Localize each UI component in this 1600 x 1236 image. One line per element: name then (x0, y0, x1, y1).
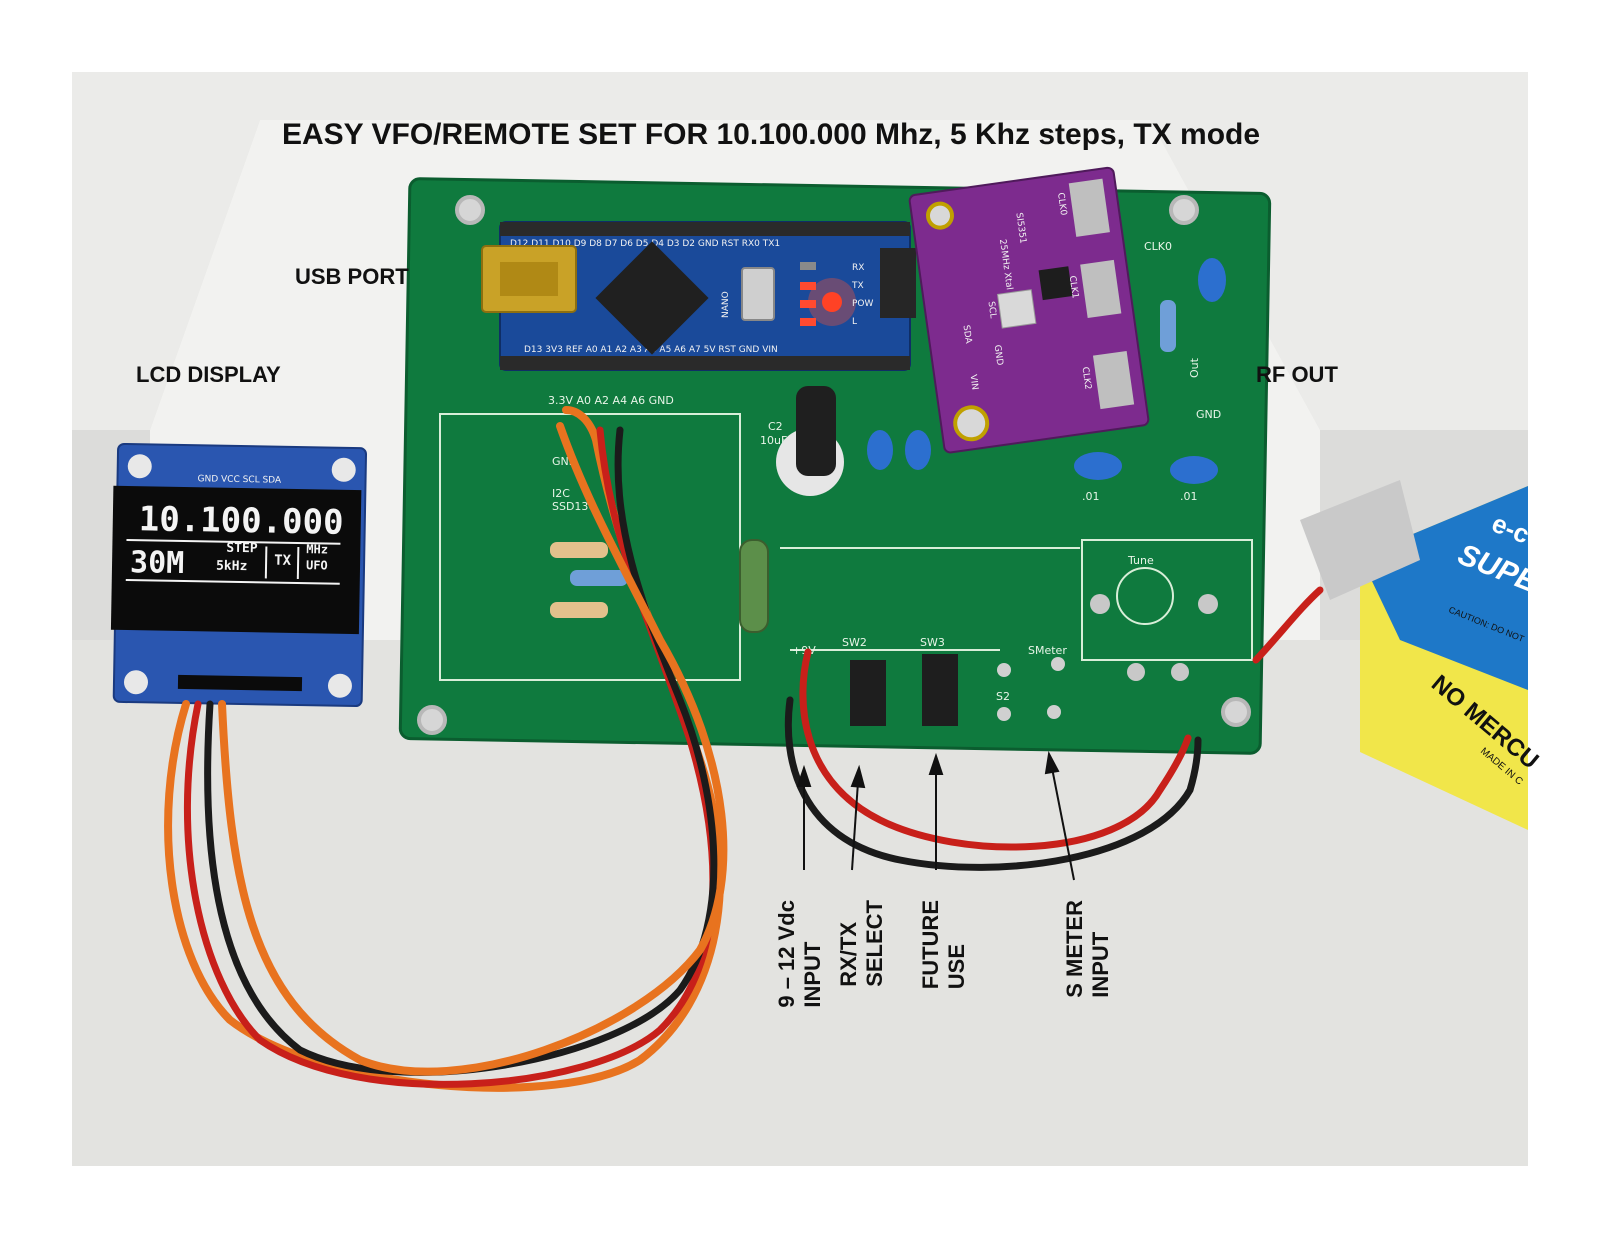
si-mount-hole (925, 201, 954, 230)
inductor (739, 539, 769, 633)
mount-hole (1169, 195, 1199, 225)
silk-clk0: CLK0 (1144, 240, 1172, 253)
oled-module: GND VCC SCL SDA 10.100.000 30M STEP 5kHz… (110, 442, 368, 708)
tune-pot-leg (1171, 663, 1189, 681)
smeter-input-line1: S METER (1062, 900, 1087, 998)
oled-vfo: UFO (306, 558, 328, 572)
pcb-board: 3.3V A0 A2 A4 A6 GND I2C SSD130 GND C2 1… (398, 166, 1272, 755)
silk-s2: S2 (996, 690, 1010, 703)
oled-band: 30M (130, 545, 185, 581)
silk-sw2: SW2 (842, 636, 867, 649)
si5351-module: SI5351 25MHz Xtal SCL SDA GND VIN CLK0 C… (908, 166, 1150, 454)
future-use-line2: USE (944, 943, 969, 990)
mount-hole (455, 195, 485, 225)
ceramic-cap (867, 430, 893, 470)
rxtx-select-line2: SELECT (862, 900, 887, 987)
resistor (570, 570, 628, 586)
oled-step-value: 5kHz (216, 559, 248, 575)
future-use-callout: FUTURE USE (918, 900, 970, 989)
usb-port-callout: USB PORT (295, 264, 409, 289)
led-label-pow: POW (852, 299, 874, 309)
silk-row-labels: 3.3V A0 A2 A4 A6 GND (548, 394, 674, 407)
silk-out: Out (1188, 357, 1201, 378)
led-label-l: L (852, 317, 857, 327)
silk-cap-b: .01 (1180, 490, 1198, 503)
tune-pot-leg (1198, 594, 1218, 614)
mount-hole (417, 705, 447, 735)
figure-title: EASY VFO/REMOTE SET FOR 10.100.000 Mhz, … (282, 118, 1261, 151)
electrolytic-cap (796, 386, 836, 476)
nano-top-pins: D12 D11 D10 D9 D8 D7 D6 D5 D4 D3 D2 GND … (510, 239, 780, 249)
resistor (550, 602, 608, 618)
silk-c2-value: 10uF (760, 434, 787, 447)
oled-step-label: STEP (226, 541, 258, 557)
led-label-rx: RX (852, 263, 864, 273)
tune-pot-leg (1090, 594, 1110, 614)
silk-sw3: SW3 (920, 636, 945, 649)
resistor (550, 542, 608, 558)
mount-hole (1221, 697, 1251, 727)
pad (997, 663, 1011, 677)
silk-gnd-rf: GND (1196, 408, 1221, 421)
pad (997, 707, 1011, 721)
oled-header-pins: GND VCC SCL SDA (197, 474, 282, 485)
silk-i2c: I2C (552, 487, 570, 500)
power-led (822, 292, 842, 312)
icsp-header (880, 248, 916, 318)
power-input-line2: INPUT (800, 941, 825, 1008)
display-cable (164, 406, 728, 1092)
ceramic-cap (1198, 258, 1226, 302)
oled-frequency: 10.100.000 (138, 499, 343, 543)
silk-tune: Tune (1127, 554, 1154, 567)
si-scl: SCL (985, 301, 997, 319)
smeter-input-callout: S METER INPUT (1062, 900, 1114, 998)
battery: e-c SUPE CAUTION: DO NOT NO MERCU MADE I… (1300, 480, 1544, 830)
future-use-line1: FUTURE (918, 900, 943, 990)
rxtx-select-line1: RX/TX (836, 922, 861, 987)
power-input-line1: 9 – 12 Vdc (774, 900, 799, 1008)
silk-ssd: SSD130 (552, 500, 595, 513)
silk-c2: C2 (768, 420, 783, 433)
oled-mode: TX (274, 553, 292, 569)
rxtx-select-callout: RX/TX SELECT (836, 900, 888, 987)
ceramic-cap (1074, 452, 1122, 480)
smeter-input-line2: INPUT (1088, 931, 1113, 998)
si-mount-hole (953, 405, 990, 442)
nano-label: NANO (721, 291, 731, 318)
ceramic-cap (905, 430, 931, 470)
si-clk0: CLK0 (1055, 192, 1068, 216)
lcd-display-callout: LCD DISPLAY (136, 362, 281, 387)
silk-smeter: SMeter (1028, 644, 1067, 657)
ceramic-cap (1170, 456, 1218, 484)
nano-module: D12 D11 D10 D9 D8 D7 D6 D5 D4 D3 D2 GND … (481, 221, 916, 371)
si-gnd: GND (992, 344, 1005, 366)
rf-out-callout: RF OUT (1256, 362, 1338, 387)
reset-button (741, 267, 775, 321)
si-clk2: CLK2 (1080, 366, 1093, 390)
oled-screen (110, 485, 362, 635)
pad (1047, 705, 1061, 719)
sw2-header (850, 660, 886, 726)
tune-pot-leg (1127, 663, 1145, 681)
silk-cap-a: .01 (1082, 490, 1100, 503)
oled-unit: MHz (306, 542, 328, 556)
power-input-callout: 9 – 12 Vdc INPUT (774, 900, 826, 1008)
resistor (1160, 300, 1176, 352)
pad (1051, 657, 1065, 671)
si-vin: VIN (967, 374, 979, 391)
sw3-header (922, 654, 958, 726)
callout-arrows (796, 750, 1075, 881)
si-clk1: CLK1 (1067, 275, 1080, 299)
led-label-tx: TX (851, 281, 864, 291)
si-chip-label: SI5351 (1013, 212, 1027, 244)
si-sda: SDA (961, 324, 974, 345)
